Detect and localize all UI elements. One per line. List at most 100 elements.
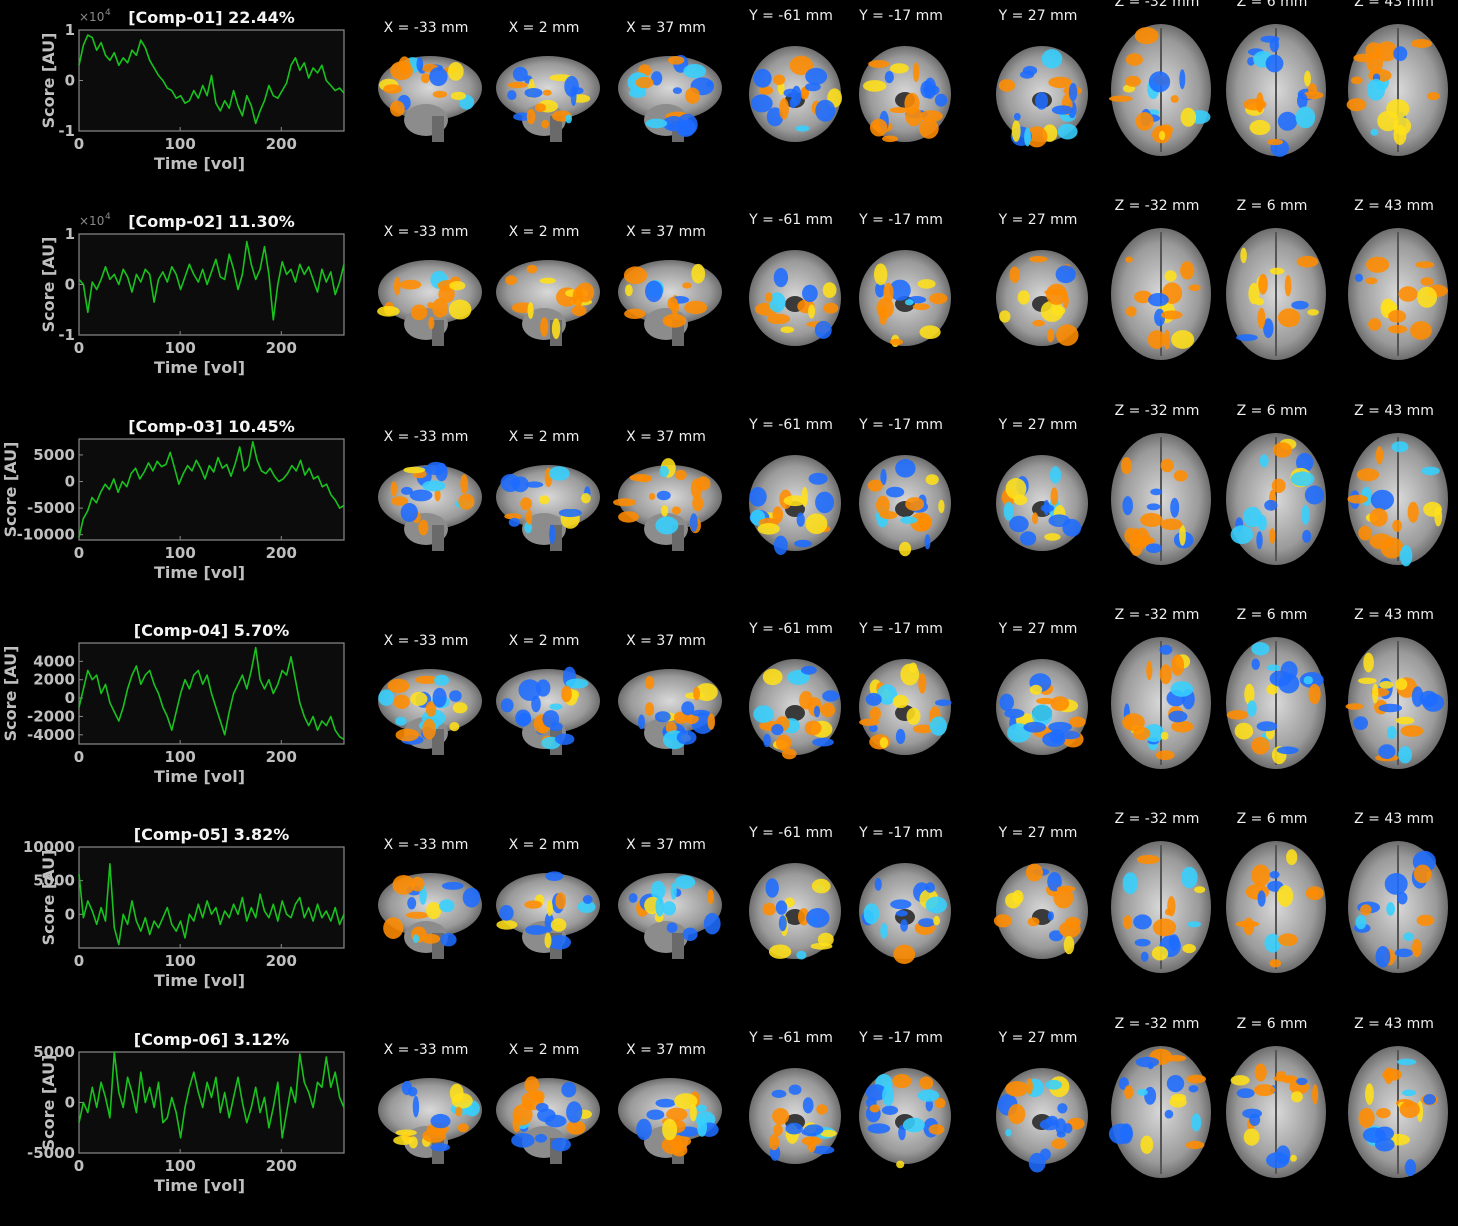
activation-cluster [1137, 1088, 1148, 1096]
x-tick-label: 100 [164, 135, 195, 153]
activation-cluster [1266, 683, 1279, 695]
brain-slice-image [613, 457, 722, 551]
activation-cluster [538, 494, 550, 504]
activation-cluster [1263, 318, 1274, 339]
activation-cluster [1165, 1054, 1187, 1062]
activation-cluster [425, 701, 437, 717]
activation-cluster [802, 284, 818, 303]
y-tick-label: -1 [58, 326, 75, 344]
brain-slice-image [1347, 432, 1448, 566]
activation-cluster [804, 720, 822, 736]
activation-cluster [802, 1096, 814, 1113]
timeseries-line [78, 646, 345, 740]
activation-cluster [1134, 290, 1153, 304]
activation-cluster [1269, 959, 1282, 968]
activation-cluster [1151, 946, 1169, 961]
activation-cluster [1370, 128, 1379, 136]
activation-cluster [934, 93, 948, 107]
activation-cluster [1125, 714, 1133, 728]
activation-cluster [1185, 1140, 1205, 1149]
x-tick-label: 0 [74, 748, 84, 766]
activation-cluster [613, 497, 637, 506]
activation-cluster [526, 108, 536, 125]
slice-coordinate-label: Z = 6 mm [1236, 1015, 1308, 1032]
activation-cluster [1125, 256, 1133, 263]
slice-coordinate-label: Z = -32 mm [1114, 1015, 1200, 1032]
brain-slice-image [993, 863, 1088, 960]
activation-cluster [1166, 1074, 1185, 1092]
activation-cluster [682, 282, 692, 289]
activation-cluster [1375, 946, 1391, 968]
activation-cluster [1133, 914, 1152, 930]
activation-cluster [1353, 716, 1368, 730]
activation-cluster [1368, 318, 1382, 331]
activation-cluster [665, 318, 672, 325]
activation-cluster [919, 118, 939, 139]
activation-cluster [1254, 1063, 1267, 1081]
activation-cluster [582, 895, 593, 905]
activation-cluster [1150, 488, 1163, 495]
activation-cluster [1393, 124, 1407, 145]
activation-cluster [542, 709, 560, 728]
exponent-power: 4 [105, 8, 111, 18]
brain-slice-image [378, 1077, 482, 1164]
activation-cluster [1167, 896, 1176, 917]
activation-cluster [1434, 506, 1443, 526]
activation-cluster [625, 284, 633, 297]
activation-cluster [771, 723, 784, 736]
timeseries-line [78, 241, 345, 321]
activation-cluster [1168, 934, 1180, 952]
activation-cluster [1035, 92, 1049, 110]
activation-cluster [1005, 1080, 1029, 1097]
brainstem [432, 320, 444, 347]
activation-cluster [392, 875, 415, 895]
activation-cluster [1047, 911, 1054, 921]
slice-coordinate-label: Y = -17 mm [859, 8, 943, 24]
activation-cluster [1173, 469, 1188, 482]
activation-cluster [869, 1104, 880, 1112]
slice-coordinate-label: Y = -17 mm [859, 1029, 943, 1046]
activation-cluster [1170, 95, 1179, 103]
activation-cluster [1135, 112, 1154, 131]
activation-cluster [1026, 126, 1048, 148]
activation-cluster [1277, 308, 1301, 328]
y-tick-label: -10000 [17, 525, 75, 543]
activation-cluster [672, 87, 682, 94]
activation-cluster [416, 57, 424, 72]
activation-cluster [917, 1089, 940, 1102]
slice-coordinate-label: X = 2 mm [508, 20, 580, 36]
slice-coordinate-label: Z = 6 mm [1236, 606, 1308, 623]
activation-cluster [1394, 948, 1413, 958]
activation-cluster [1004, 708, 1025, 719]
activation-cluster [1020, 70, 1035, 79]
activation-cluster [1367, 78, 1386, 101]
activation-cluster [1358, 525, 1372, 541]
activation-cluster [1182, 944, 1196, 954]
activation-cluster [504, 512, 522, 520]
activation-cluster [572, 87, 584, 95]
activation-cluster [772, 1107, 789, 1125]
activation-cluster [1386, 725, 1397, 740]
activation-cluster [1356, 467, 1380, 481]
activation-cluster [1050, 696, 1070, 711]
activation-cluster [1286, 849, 1298, 866]
activation-cluster [524, 521, 533, 533]
activation-cluster [671, 505, 681, 515]
activation-cluster [676, 113, 698, 136]
activation-cluster [795, 125, 810, 132]
slice-coordinate-label: Y = 27 mm [998, 620, 1078, 637]
y-axis-label: Score [AU] [39, 850, 58, 946]
brain-slice-image [749, 250, 841, 347]
y-axis-label: Score [AU] [39, 237, 58, 333]
activation-cluster [889, 338, 903, 346]
activation-cluster [1420, 277, 1434, 287]
brain-slice-image [496, 871, 600, 960]
activation-cluster [395, 1129, 417, 1136]
activation-cluster [659, 465, 669, 477]
activation-cluster [451, 1092, 473, 1108]
timeseries-line [78, 34, 345, 125]
y-tick-label: 5000 [33, 1043, 75, 1061]
activation-cluster [691, 709, 710, 717]
activation-cluster [1257, 514, 1267, 531]
